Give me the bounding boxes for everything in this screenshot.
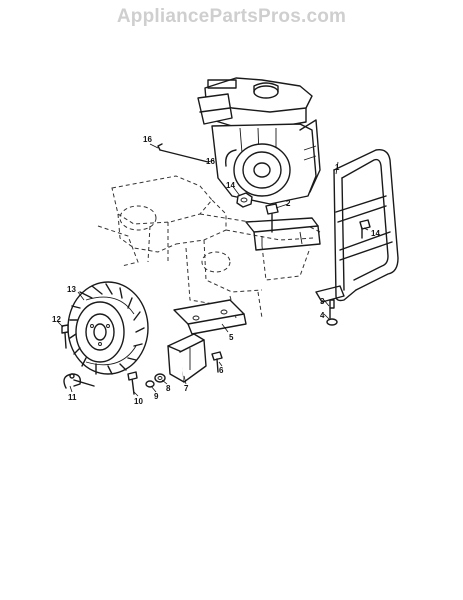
callout-8: 8 xyxy=(166,384,171,393)
hex-nut-14-left xyxy=(236,192,253,208)
callout-10: 10 xyxy=(134,397,143,406)
callout-11: 11 xyxy=(68,393,77,402)
engine xyxy=(197,77,321,205)
hitch-pin-11 xyxy=(63,373,95,389)
depth-stake-7 xyxy=(167,333,207,383)
callout-14-right: 14 xyxy=(371,229,380,238)
callout-5: 5 xyxy=(229,333,234,342)
engine-mounting-plate xyxy=(245,217,321,251)
skid-bracket-5 xyxy=(173,299,247,335)
callout-7: 7 xyxy=(184,384,189,393)
watermark: AppliancePartsPros.com xyxy=(116,6,347,27)
callout-13: 13 xyxy=(67,285,76,294)
callout-2: 2 xyxy=(286,199,291,208)
callout-labels: 1 2 3 4 5 6 7 8 9 10 11 12 13 14 14 16 1… xyxy=(52,135,380,406)
callout-3: 3 xyxy=(320,297,325,306)
bolt-10 xyxy=(127,371,138,395)
callout-4: 4 xyxy=(320,311,325,320)
callout-16-engine: 16 xyxy=(206,157,215,166)
tiller-frame-ghost xyxy=(97,175,321,319)
bolt-2 xyxy=(265,203,279,233)
callout-leaders xyxy=(57,143,369,397)
washer-9 xyxy=(145,380,155,388)
callout-6: 6 xyxy=(219,366,224,375)
rod-16 xyxy=(157,143,209,163)
callout-12: 12 xyxy=(52,315,61,324)
callout-14-left: 14 xyxy=(226,181,235,190)
front-bumper-bar xyxy=(315,149,399,303)
bolt-6 xyxy=(211,351,223,373)
bolt-12 xyxy=(61,324,69,349)
callout-9: 9 xyxy=(154,392,159,401)
bolt-3-washer-4 xyxy=(326,299,338,326)
callout-16-rod: 16 xyxy=(143,135,152,144)
wheel-tire-13 xyxy=(67,281,149,375)
callout-1: 1 xyxy=(335,163,340,172)
